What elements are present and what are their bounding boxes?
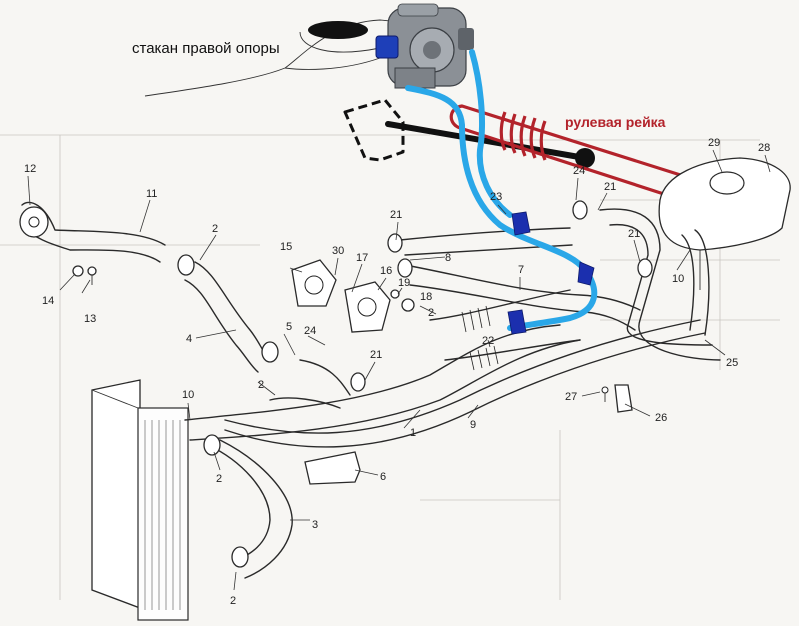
- part-label-21-right: 21: [604, 181, 616, 193]
- leader-lines: [27, 149, 771, 591]
- part-label-2-radiator: 2: [216, 473, 222, 485]
- gas-line-overlay: [405, 49, 598, 331]
- part-label-4: 4: [186, 333, 192, 345]
- part-label-6: 6: [380, 471, 386, 483]
- part-label-3: 3: [312, 519, 318, 531]
- part-label-13: 13: [84, 313, 96, 325]
- strut-cup-label: стакан правой опоры: [132, 40, 280, 57]
- part-label-26: 26: [655, 412, 667, 424]
- dashed-outline: [343, 98, 405, 162]
- part-label-2-bottom: 2: [230, 595, 236, 607]
- part-label-16: 16: [380, 265, 392, 277]
- part-label-5: 5: [286, 321, 292, 333]
- part-label-30: 30: [332, 245, 344, 257]
- part-label-24-right: 24: [573, 165, 585, 177]
- part-label-23: 23: [490, 191, 502, 203]
- steering-link: [385, 121, 588, 161]
- part-label-19: 19: [398, 277, 410, 289]
- part-label-15: 15: [280, 241, 292, 253]
- part-label-10-right: 10: [672, 273, 684, 285]
- gas-reducer-icon: [375, 3, 474, 89]
- part-label-27: 27: [565, 391, 577, 403]
- part-label-14: 14: [42, 295, 54, 307]
- steering-rack-label: рулевая рейка: [565, 114, 666, 130]
- part-label-21-mid: 21: [370, 349, 382, 361]
- part-label-2: 2: [212, 223, 218, 235]
- part-label-12: 12: [24, 163, 36, 175]
- part-label-25: 25: [726, 357, 738, 369]
- part-label-1: 1: [410, 427, 416, 439]
- part-label-7: 7: [518, 264, 524, 276]
- part-label-21-top: 21: [390, 209, 402, 221]
- part-label-22: 22: [482, 335, 494, 347]
- part-label-8: 8: [445, 252, 451, 264]
- part-label-9: 9: [470, 419, 476, 431]
- part-label-21-far-right: 21: [628, 228, 640, 240]
- radiator-icon: [91, 379, 189, 621]
- steering-link-end: [575, 148, 595, 168]
- part-label-10-left: 10: [182, 389, 194, 401]
- part-label-17: 17: [356, 252, 368, 264]
- strut-cup: [144, 19, 421, 97]
- hose-network: [19, 200, 721, 579]
- part-label-28: 28: [758, 142, 770, 154]
- expansion-tank: [658, 157, 791, 290]
- part-label-11: 11: [146, 188, 157, 200]
- gas-line-clamps: [507, 211, 595, 335]
- part-label-18: 18: [420, 291, 432, 303]
- part-label-29: 29: [708, 137, 720, 149]
- part-label-24-left: 24: [304, 325, 316, 337]
- part-label-2-lower: 2: [258, 379, 264, 391]
- part-label-2-center: 2: [428, 307, 434, 319]
- part-number-labels: 12 11 2 14 13 4 15 30 17 16 19 18 2 21 8…: [24, 137, 770, 607]
